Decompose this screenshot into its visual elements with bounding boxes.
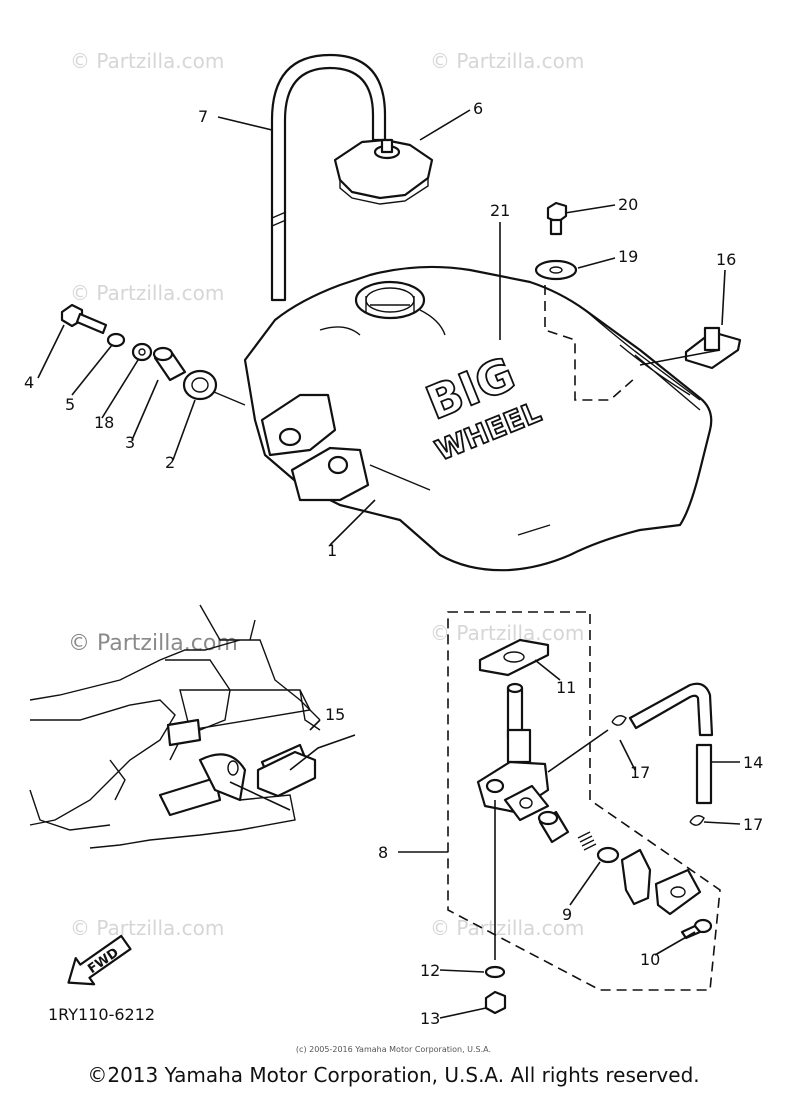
watermark: © Partzilla.com <box>70 281 224 305</box>
callout-6: 6 <box>473 99 483 118</box>
callout-2: 2 <box>165 453 175 472</box>
drain-bolt <box>484 965 507 1015</box>
callout-1: 1 <box>327 541 337 560</box>
callout-20: 20 <box>618 195 638 214</box>
watermark: © Partzilla.com <box>70 49 224 73</box>
callout-14: 14 <box>743 753 763 772</box>
callout-9: 9 <box>562 905 572 924</box>
fuel-cock-internals <box>537 810 713 940</box>
watermark: © Partzilla.com <box>430 49 584 73</box>
cushion <box>256 750 317 798</box>
callout-labels: 1 2 3 4 5 6 7 8 9 10 11 12 13 14 15 16 1… <box>24 99 763 1028</box>
fuel-cock-group-outline <box>447 611 721 991</box>
callout-19: 19 <box>618 247 638 266</box>
callout-18: 18 <box>94 413 114 432</box>
fuel-cock <box>476 682 550 960</box>
watermark: © Partzilla.com <box>430 621 584 645</box>
watermark: © Partzilla.com <box>430 916 584 940</box>
tank-clip <box>684 326 742 370</box>
fuel-cap <box>333 138 434 205</box>
callout-13: 13 <box>420 1009 440 1028</box>
callout-10: 10 <box>640 950 660 969</box>
leader-lines <box>37 109 726 546</box>
callout-17: 17 <box>743 815 763 834</box>
fuel-hose <box>611 682 714 826</box>
watermark-prominent: © Partzilla.com <box>68 631 238 656</box>
bolt-and-washer <box>534 201 578 281</box>
callout-16: 16 <box>716 250 736 269</box>
callout-5: 5 <box>65 395 75 414</box>
callout-21: 21 <box>490 201 510 220</box>
callout-4: 4 <box>24 373 34 392</box>
fuel-tank: BIG WHEEL <box>243 265 713 572</box>
fuel-cock-gasket <box>478 638 550 677</box>
watermark: © Partzilla.com <box>70 916 224 940</box>
callout-15: 15 <box>325 705 345 724</box>
callout-8: 8 <box>378 843 388 862</box>
diagram-code: 1RY110-6212 <box>48 1005 155 1024</box>
callout-17: 17 <box>630 763 650 782</box>
copyright-small: (c) 2005-2016 Yamaha Motor Corporation, … <box>295 1045 492 1054</box>
callout-7: 7 <box>198 107 208 126</box>
callout-12: 12 <box>420 961 440 980</box>
callout-3: 3 <box>125 433 135 452</box>
mounting-hardware <box>60 303 246 406</box>
callout-11: 11 <box>556 678 576 697</box>
copyright-notice: ©2013 Yamaha Motor Corporation, U.S.A. A… <box>87 1063 700 1087</box>
leader-lines-bottom <box>289 659 741 1019</box>
